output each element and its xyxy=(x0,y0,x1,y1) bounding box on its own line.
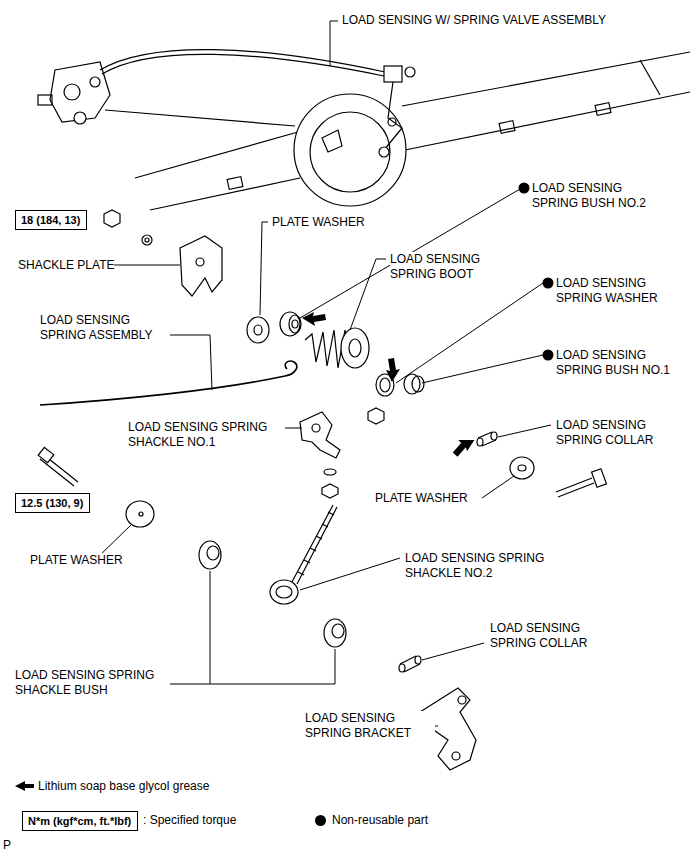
torque-box: 12.5 (130, 9) xyxy=(15,493,90,513)
legend-text: Non-reusable part xyxy=(332,813,428,828)
part-label: LOAD SENSING W/ SPRING VALVE ASSEMBLY xyxy=(342,13,606,28)
torque-box: 18 (184, 13) xyxy=(15,210,87,230)
part-label: LOAD SENSING SPRING COLLAR xyxy=(490,621,620,651)
torque-value: 12.5 (130, 9) xyxy=(21,496,83,510)
part-label: LOAD SENSING SPRING BOOT xyxy=(390,252,520,282)
part-label: LOAD SENSING SPRING WASHER xyxy=(556,276,686,306)
part-label: LOAD SENSING SPRING SHACKLE NO.1 xyxy=(128,420,283,450)
part-label: LOAD SENSING SPRING ASSEMBLY xyxy=(40,313,170,343)
part-label: PLATE WASHER xyxy=(375,491,468,506)
part-label: LOAD SENSING SPRING COLLAR xyxy=(556,418,686,448)
valve-assembly xyxy=(38,50,415,157)
part-label: SHACKLE PLATE xyxy=(18,258,114,273)
legend-text: : Specified torque xyxy=(143,813,236,828)
part-label: LOAD SENSING SPRING SHACKLE NO.2 xyxy=(405,551,560,581)
part-label: PLATE WASHER xyxy=(30,553,123,568)
torque-box: N*m (kgf*cm, ft.*lbf) xyxy=(22,811,138,831)
part-label: LOAD SENSING SPRING BUSH NO.1 xyxy=(556,348,686,378)
torque-value: 18 (184, 13) xyxy=(21,213,80,227)
part-label: LOAD SENSING SPRING BUSH NO.2 xyxy=(532,181,662,211)
leader-lines xyxy=(95,21,551,726)
part-label: PLATE WASHER xyxy=(272,215,365,230)
legend-swatch xyxy=(315,815,326,826)
part-label: P xyxy=(3,838,11,853)
torque-value: N*m (kgf*cm, ft.*lbf) xyxy=(28,814,131,828)
legend-text: Lithium soap base glycol grease xyxy=(38,779,209,794)
part-label: LOAD SENSING SPRING BRACKET xyxy=(305,711,435,741)
part-label: LOAD SENSING SPRING SHACKLE BUSH xyxy=(15,668,170,698)
axle-housing xyxy=(135,52,690,210)
